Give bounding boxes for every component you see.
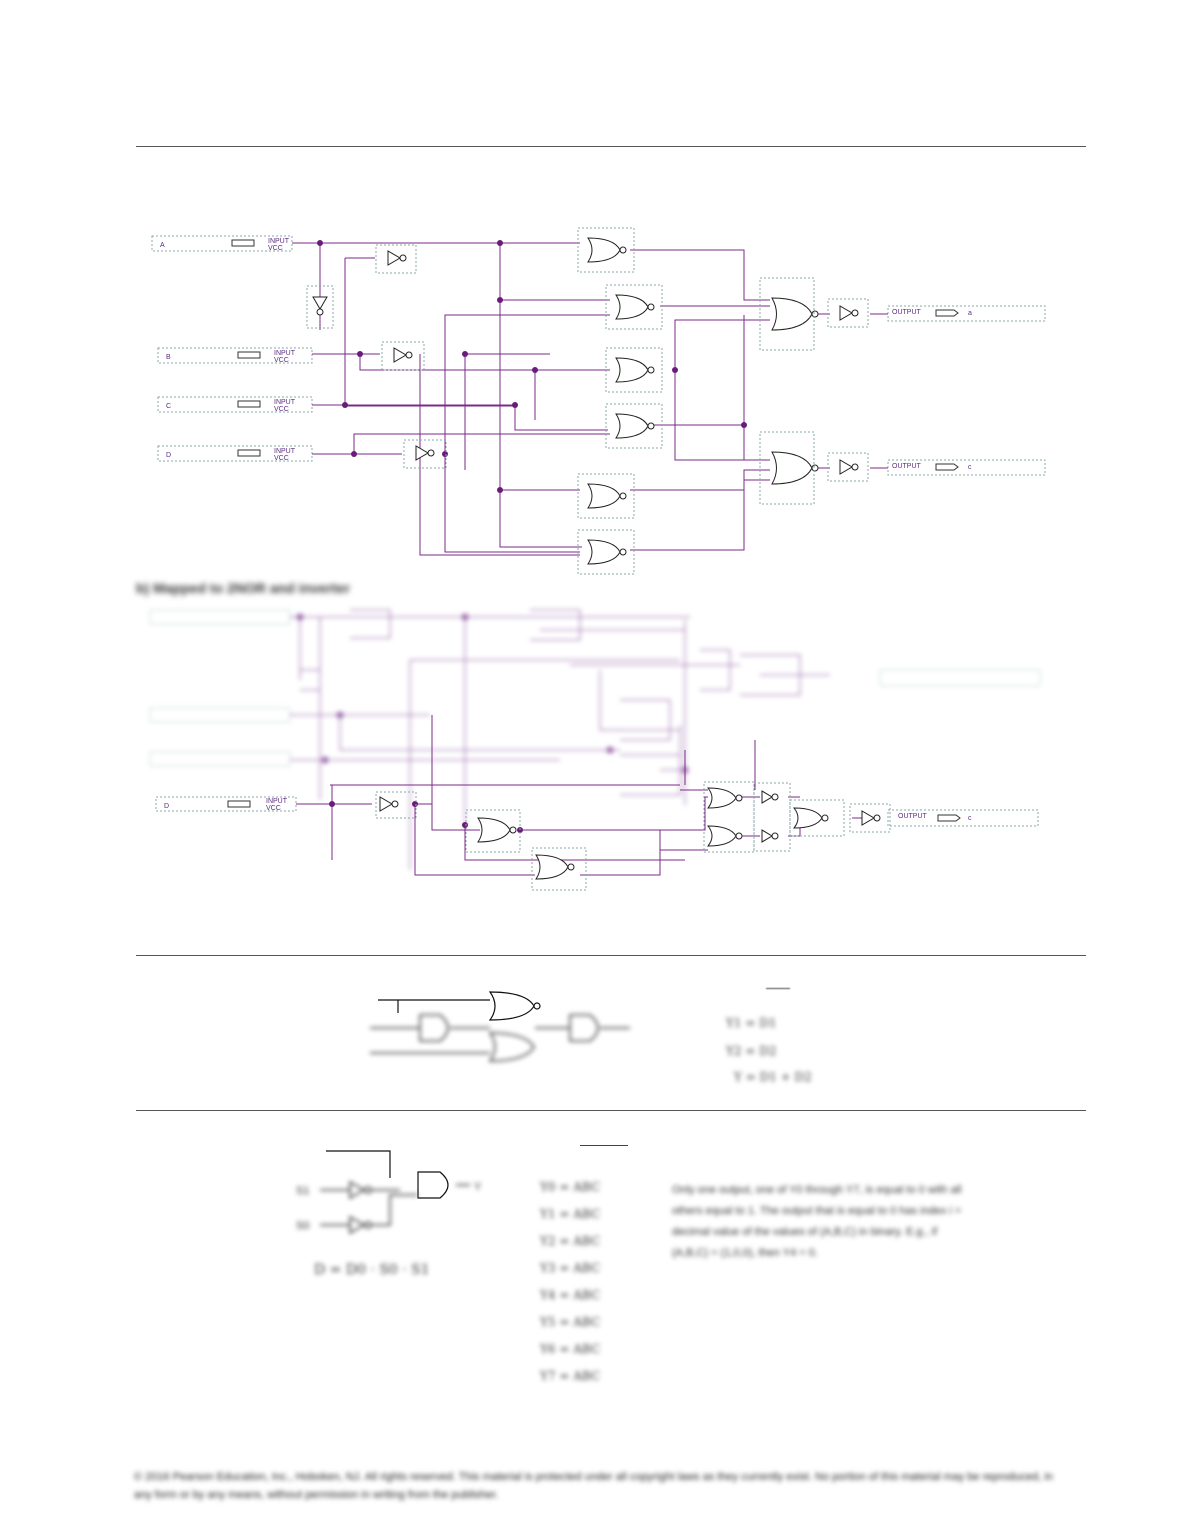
schematic-nand-nor: A B C D INPUT VCC INPUT VCC INPUT VCC IN… xyxy=(151,227,1046,575)
top-rule xyxy=(136,146,1086,147)
problem-2-figure xyxy=(370,991,630,1062)
decoder-line: Y4 = ABC xyxy=(540,1288,601,1302)
input-sub: VCC xyxy=(274,357,289,364)
eq-y2: Y2 = D2 xyxy=(726,1044,777,1058)
input-sub-b: VCC xyxy=(266,805,281,812)
input-sub: VCC xyxy=(274,406,289,413)
input-a-label: A xyxy=(160,242,165,249)
decoder-equations: Y0 = ABC Y1 = ABC Y2 = ABC Y3 = ABC Y4 =… xyxy=(540,1180,640,1383)
decoder-description: Only one output, one of Y0 through Y7, i… xyxy=(672,1184,962,1259)
copyright-footer: © 2016 Pearson Education, Inc., Hoboken,… xyxy=(134,1471,1053,1501)
input-d2-label: D xyxy=(164,803,169,810)
eq-y: Y = D1 + D2 xyxy=(734,1070,812,1084)
input-tag: INPUT xyxy=(274,448,296,455)
section-rule-1 xyxy=(136,955,1086,956)
caption-b: b) Mapped to 2NOR and inverter xyxy=(136,580,350,596)
output-tag-b: OUTPUT xyxy=(898,813,928,820)
input-tag: INPUT xyxy=(274,350,296,357)
output-tag: OUTPUT xyxy=(892,309,922,316)
decoder-line: Y2 = ABC xyxy=(540,1234,601,1248)
decoder-line: Y7 = ABC xyxy=(540,1369,601,1383)
input-sub: VCC xyxy=(268,245,283,252)
input-sub: VCC xyxy=(274,455,289,462)
decoder-overbar xyxy=(580,1145,628,1146)
output-c-label: c xyxy=(968,464,972,471)
schematic-nor-inverter: D INPUT VCC OUTPUT c xyxy=(149,609,1041,891)
out-y-label: Y xyxy=(474,1181,482,1193)
input-tag: INPUT xyxy=(268,238,290,245)
mux-formula: D = D0 · S0 · S1 xyxy=(314,1262,430,1278)
eq-y1: Y1 = D1 xyxy=(726,1016,777,1030)
output-a-label: a xyxy=(968,310,972,317)
decoder-line: Y1 = ABC xyxy=(540,1207,601,1221)
problem-3-figure: S1 S0 Y xyxy=(296,1150,482,1235)
overbar xyxy=(766,988,790,989)
decoder-line: Y6 = ABC xyxy=(540,1342,601,1356)
input-b-label: B xyxy=(166,354,171,361)
input-tag-b: INPUT xyxy=(266,798,288,805)
in-s1-label: S1 xyxy=(296,1185,309,1197)
decoder-line: Y5 = ABC xyxy=(540,1315,601,1329)
decoder-line: Y3 = ABC xyxy=(540,1261,601,1275)
input-d-label: D xyxy=(166,452,171,459)
decoder-line: Y0 = ABC xyxy=(540,1180,601,1194)
output-tag: OUTPUT xyxy=(892,463,922,470)
in-s0-label: S0 xyxy=(296,1220,309,1232)
output-c2-label: c xyxy=(968,815,972,822)
section-rule-2 xyxy=(136,1110,1086,1111)
input-tag: INPUT xyxy=(274,399,296,406)
input-c-label: C xyxy=(166,403,171,410)
